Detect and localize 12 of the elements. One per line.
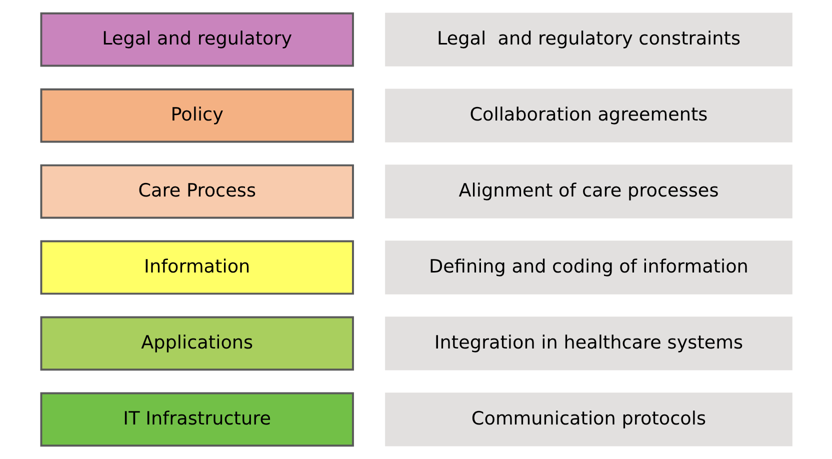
node-box: IT Infrastructure xyxy=(40,392,354,447)
node-box: Applications xyxy=(40,316,354,371)
node-box: Information xyxy=(40,240,354,295)
node-box: Legal and regulatory constraints xyxy=(384,12,792,66)
node-box: Care Process xyxy=(40,164,354,219)
node-box: Communication protocols xyxy=(384,392,792,446)
node-box: Defining and coding of information xyxy=(384,240,792,294)
node-box: Legal and regulatory xyxy=(40,12,354,67)
node-box: Integration in healthcare systems xyxy=(384,316,792,370)
node-box: Collaboration agreements xyxy=(384,88,792,142)
node-box: Policy xyxy=(40,88,354,143)
node-box: Alignment of care processes xyxy=(384,164,792,218)
